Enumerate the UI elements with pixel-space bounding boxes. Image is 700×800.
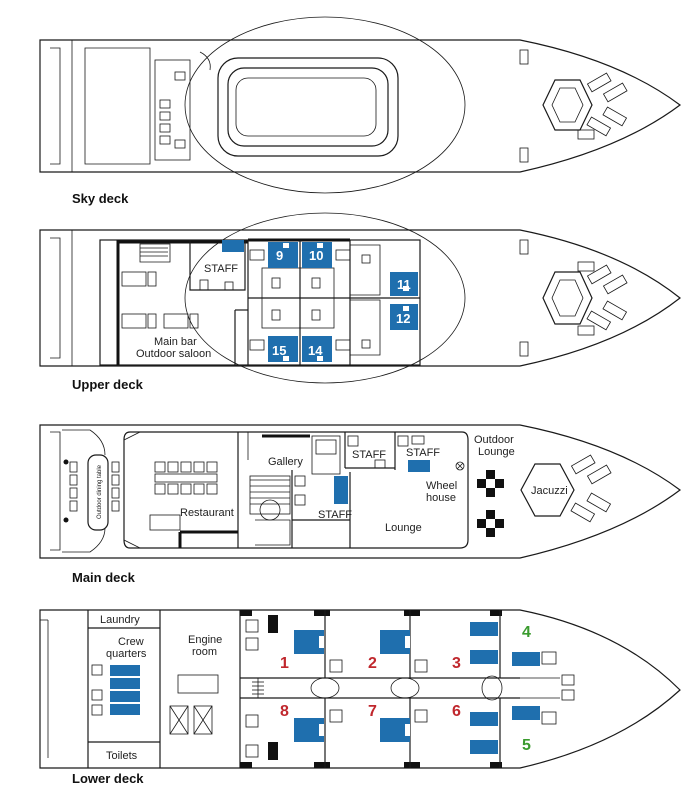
lower-cabin-8: 8 [280, 703, 289, 720]
lower-deck: Laundry Crew quarters Toilets Engine roo… [39, 609, 681, 786]
lower-cabin-4: 4 [522, 624, 531, 641]
svg-text:11: 11 [397, 277, 411, 292]
upper-cabin-10: 10 [302, 242, 332, 268]
main-outdoor-lounge-label-1: Outdoor [474, 434, 514, 446]
sky-stairs-area [84, 47, 151, 165]
main-lounge-seating-top [477, 470, 504, 497]
sky-deck: Sky deck [39, 16, 682, 206]
lower-cabin-1: 1 [280, 655, 289, 672]
svg-text:12: 12 [396, 311, 410, 326]
main-lounge-seating-bottom [477, 510, 504, 537]
main-wheel-label-2: house [426, 492, 456, 504]
upper-cabin-9: 9 [268, 242, 298, 268]
lower-cabin-2: 2 [368, 655, 377, 672]
main-jacuzzi-label: Jacuzzi [531, 485, 568, 497]
main-wheel-label-1: Wheel [426, 480, 457, 492]
main-deck-hull [39, 424, 682, 559]
lower-deck-hull [39, 609, 681, 769]
main-outdoor-lounge-label-2: Lounge [478, 446, 515, 458]
svg-text:10: 10 [309, 248, 323, 263]
lower-engine-block [177, 674, 219, 694]
lower-cabin-7: 7 [368, 703, 377, 720]
lower-cabin-numbers-red: 1 2 3 8 7 6 [280, 655, 461, 720]
lower-bed-3a [470, 622, 498, 636]
svg-text:15: 15 [272, 343, 286, 358]
main-staff-bed [334, 476, 348, 504]
upper-cabin-12: 12 [390, 304, 418, 330]
lower-walls [240, 610, 502, 768]
sky-deck-label: Sky deck [72, 191, 129, 206]
upper-deck-hull [39, 229, 681, 367]
sky-deck-arc [184, 16, 466, 194]
lower-engine-label-2: room [192, 646, 217, 658]
main-deck-label: Main deck [72, 570, 136, 585]
upper-outdoor-tables [121, 271, 199, 329]
lower-bed-3b [470, 650, 498, 664]
main-outdoor-dining-label: Outdoor dining table [97, 464, 103, 519]
sky-hexagon [542, 79, 593, 131]
svg-text:9: 9 [276, 248, 283, 263]
sky-roof-inner [227, 67, 389, 147]
lower-bed-6a [470, 712, 498, 726]
upper-deck-label: Upper deck [72, 377, 144, 392]
lower-bed-4 [512, 652, 540, 666]
main-outdoor-dining-table [87, 454, 109, 531]
upper-deck-arc [184, 212, 466, 384]
lower-crew-bunks [91, 664, 140, 716]
svg-text:14: 14 [308, 343, 323, 358]
lower-deck-label: Lower deck [72, 771, 144, 786]
main-staff-label-c: STAFF [318, 509, 352, 521]
upper-cabin-14: 14 [302, 336, 332, 362]
lower-cabin-3: 3 [452, 655, 461, 672]
main-gallery-label: Gallery [268, 456, 303, 468]
lower-bed-6b [470, 740, 498, 754]
lower-crew-label-1: Crew [118, 636, 144, 648]
lower-bed-5 [512, 706, 540, 720]
upper-main-bar-label: Main bar [154, 336, 197, 348]
sky-roof-outer [217, 57, 399, 157]
main-deck: Outdoor dining table Restaurant [39, 424, 682, 585]
lower-cabin-6: 6 [452, 703, 461, 720]
upper-deck: STAFF Main bar Outdoor saloon [39, 212, 681, 392]
lower-laundry-label: Laundry [100, 614, 140, 626]
sky-sunbed [586, 72, 612, 93]
main-staff-label-a: STAFF [352, 449, 386, 461]
upper-staff-label: STAFF [204, 263, 238, 275]
upper-cabin-15: 15 [268, 336, 298, 362]
main-restaurant-label: Restaurant [180, 507, 234, 519]
upper-hexagon [542, 271, 593, 325]
main-jacuzzi [520, 463, 575, 517]
lower-crew-label-2: quarters [106, 648, 147, 660]
main-stairs [249, 475, 291, 515]
upper-staff-room [189, 240, 246, 291]
upper-cabin-11: 11 [390, 272, 418, 296]
lower-cabin-numbers-green: 4 5 [522, 624, 531, 754]
main-deck-structure [123, 431, 469, 549]
main-lounge-label: Lounge [385, 522, 422, 534]
main-staff-label-b: STAFF [406, 447, 440, 459]
upper-outdoor-saloon-label: Outdoor saloon [136, 348, 211, 360]
upper-deck-structure [99, 239, 421, 366]
lower-toilets-label: Toilets [106, 750, 138, 762]
lower-engine-label-1: Engine [188, 634, 222, 646]
lower-cabin-5: 5 [522, 737, 531, 754]
main-restaurant-tables [154, 461, 218, 495]
sky-deck-hull [39, 39, 682, 173]
